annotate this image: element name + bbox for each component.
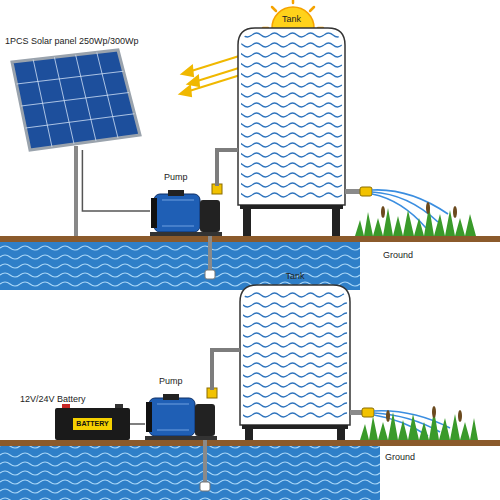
battery-sticker: BATTERY bbox=[73, 418, 111, 430]
battery-drawing-part bbox=[55, 408, 130, 440]
grass-part bbox=[386, 410, 390, 422]
power-wire-line bbox=[130, 423, 145, 425]
solar-panel-drawing-part-part bbox=[33, 60, 52, 147]
delivery-pipe-line bbox=[212, 350, 240, 390]
solar-panel: 1PCS Solar panel 250Wp/300Wp bbox=[12, 50, 140, 150]
water bbox=[0, 446, 380, 500]
pump-drawing-part bbox=[157, 404, 189, 405]
power-wire bbox=[130, 424, 145, 425]
suction-pipe bbox=[200, 440, 210, 491]
tank-drawing-part bbox=[240, 205, 343, 209]
sun-part-part bbox=[310, 7, 314, 11]
delivery-pipe bbox=[217, 150, 238, 186]
grass bbox=[360, 406, 478, 440]
water-waves bbox=[0, 242, 360, 290]
solar-panel-drawing-part bbox=[12, 50, 140, 150]
node-label: Pump bbox=[164, 172, 188, 183]
sunlight-arrows-part bbox=[182, 66, 193, 76]
tank-drawing-part bbox=[240, 285, 350, 425]
solar-panel-drawing-part bbox=[17, 52, 135, 147]
pump-drawing-part bbox=[162, 200, 194, 201]
tank-drawing bbox=[240, 285, 350, 440]
solar-panel-drawing-part-part bbox=[26, 114, 135, 128]
pump-drawing-part bbox=[162, 226, 194, 227]
tank-drawing-part bbox=[242, 425, 348, 429]
pump-drawing-part bbox=[146, 402, 152, 432]
ground-strip bbox=[0, 440, 500, 446]
power-wire bbox=[82, 150, 150, 211]
tank-drawing-part bbox=[241, 32, 342, 202]
grass-part bbox=[381, 206, 385, 218]
ground-label: Ground bbox=[383, 250, 413, 261]
pump-drawing-part bbox=[145, 436, 217, 440]
tank-drawing-part bbox=[238, 28, 345, 205]
grass-part bbox=[355, 206, 476, 236]
outlet-hose-part bbox=[360, 187, 372, 196]
pump-drawing-part bbox=[195, 404, 215, 436]
delivery-pipe-line bbox=[217, 150, 238, 186]
node-label: 1PCS Solar panel 250Wp/300Wp bbox=[5, 36, 139, 47]
solar-panel-drawing bbox=[12, 50, 140, 150]
node-label: Tank bbox=[285, 271, 304, 282]
tank-drawing-part bbox=[332, 205, 340, 236]
pump: Pump bbox=[150, 186, 222, 236]
water-waves bbox=[0, 446, 380, 500]
battery: 12V/24V BatteryBATTERY bbox=[55, 408, 130, 440]
pump-drawing-part bbox=[200, 200, 220, 232]
pump-drawing-part bbox=[151, 198, 157, 228]
grass-part bbox=[458, 410, 462, 422]
grass-part bbox=[360, 410, 478, 440]
pump-drawing-part bbox=[149, 398, 195, 436]
pump: Pump bbox=[145, 390, 217, 440]
suction-pipe-part bbox=[200, 482, 210, 491]
pump-drawing-part bbox=[163, 394, 179, 400]
battery-drawing bbox=[55, 404, 130, 440]
sun-part-part bbox=[292, 0, 295, 3]
pump-drawing-part bbox=[157, 430, 189, 431]
grass-part bbox=[453, 206, 457, 218]
grass bbox=[355, 202, 476, 236]
outlet-hose-part bbox=[345, 189, 362, 194]
delivery-pipe bbox=[212, 350, 240, 390]
solar-panel-drawing-part-part bbox=[17, 71, 124, 84]
solar-panel-drawing-part-part bbox=[21, 93, 129, 107]
node-label: Tank bbox=[282, 14, 301, 25]
tank-drawing-part bbox=[243, 289, 347, 422]
suction-pipe-part bbox=[205, 270, 215, 279]
node-label: 12V/24V Battery bbox=[20, 394, 86, 405]
grass-part bbox=[432, 406, 436, 418]
water bbox=[0, 242, 360, 290]
pump-drawing-part bbox=[168, 190, 184, 196]
pump-drawing bbox=[150, 184, 222, 236]
pump-drawing-part bbox=[154, 194, 200, 232]
suction-pipe-part bbox=[208, 236, 212, 272]
power-wire-line bbox=[82, 150, 150, 211]
grass-part bbox=[426, 202, 430, 214]
sunlight-arrows-part bbox=[188, 76, 199, 86]
tank-drawing bbox=[238, 28, 345, 236]
node-label: Pump bbox=[159, 376, 183, 387]
suction-pipe-part bbox=[203, 440, 207, 484]
sun-part-part bbox=[272, 7, 276, 11]
panel-pole bbox=[74, 146, 78, 236]
suction-pipe bbox=[205, 236, 215, 279]
solar-panel-drawing-part-part bbox=[54, 57, 74, 144]
solar-panel-drawing-part-part bbox=[76, 55, 96, 141]
ground-label: Ground bbox=[385, 452, 415, 463]
solar-panel-drawing-part-part bbox=[97, 52, 118, 138]
pump-drawing bbox=[145, 388, 217, 440]
sunlight-arrows-part bbox=[180, 86, 191, 96]
water-tank: Tank bbox=[238, 28, 345, 206]
tank-drawing-part bbox=[243, 205, 251, 236]
water-tank: Tank bbox=[240, 285, 350, 425]
ground-strip bbox=[0, 236, 500, 242]
outlet-hose-part bbox=[362, 408, 374, 417]
pump-drawing-part bbox=[150, 232, 222, 236]
